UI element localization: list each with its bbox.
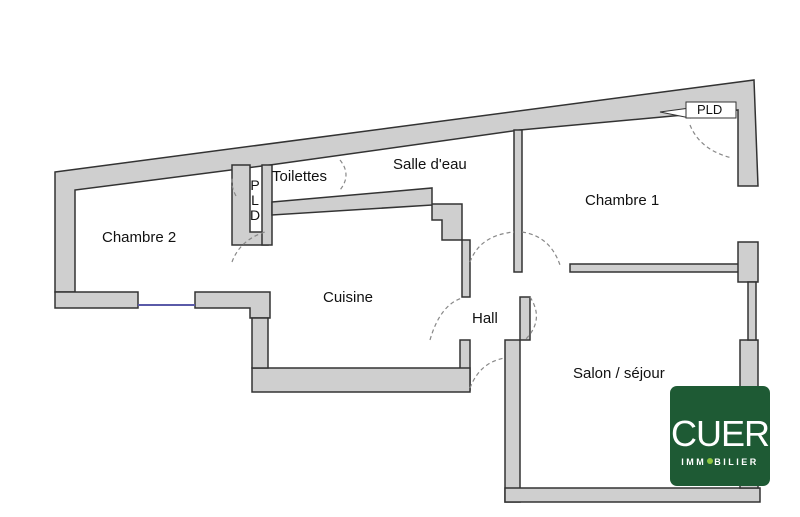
closet-letter: D — [249, 207, 261, 223]
room-label-chambre-1: Chambre 1 — [585, 192, 660, 209]
room-label-cuisine: Cuisine — [323, 289, 374, 306]
closet-letter: L — [251, 192, 259, 208]
room-label-toilettes: Toilettes — [272, 168, 328, 185]
logo-dot-icon — [707, 458, 714, 464]
logo-sub-right: BILIER — [714, 457, 759, 467]
room-label-salle-eau: Salle d'eau — [393, 156, 467, 173]
closet-letter: P — [250, 177, 260, 193]
closet-label-pld-vertical: P L D — [249, 178, 261, 223]
logo-brand: CUER — [670, 413, 770, 454]
closet-label-pld-horizontal: PLD — [697, 102, 723, 117]
cuer-immobilier-logo: CUER IMM BILIER — [670, 386, 770, 486]
logo-subtitle: IMM BILIER — [670, 457, 770, 467]
room-label-hall: Hall — [472, 310, 498, 327]
room-label-salon: Salon / séjour — [573, 365, 665, 382]
room-label-chambre-2: Chambre 2 — [102, 229, 177, 246]
logo-sub-left: IMM — [681, 457, 707, 467]
